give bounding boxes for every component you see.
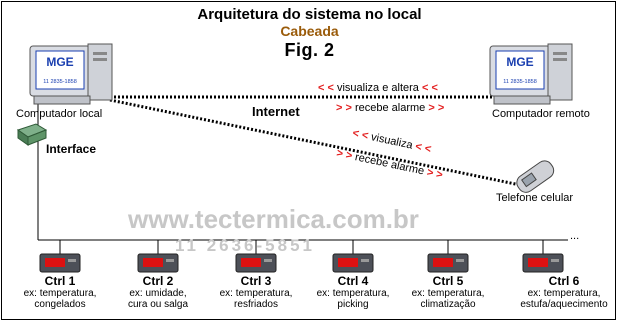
svg-text:MGE: MGE xyxy=(46,55,73,69)
cell-phone-icon xyxy=(516,160,555,193)
watermark-phone: 11 2636-5851 xyxy=(175,236,315,255)
phone-label: Telefone celular xyxy=(496,192,574,204)
controller-icons xyxy=(39,253,564,273)
phone-link-visualiza: < < visualiza < < xyxy=(351,127,432,155)
diagram-subtitle: Cabeada xyxy=(280,23,339,39)
svg-text:11 2835-1858: 11 2835-1858 xyxy=(43,79,77,85)
bus-ellipsis: ... xyxy=(570,230,580,242)
remote-computer-label: Computador remoto xyxy=(492,108,590,120)
svg-text:11 2835-1858: 11 2835-1858 xyxy=(503,79,537,85)
interface-module-icon xyxy=(16,123,48,146)
internet-label: Internet xyxy=(252,104,300,119)
local-computer-icon xyxy=(29,43,113,105)
diagram-title: Arquitetura do sistema no local xyxy=(197,6,422,23)
local-computer-label: Computador local xyxy=(16,108,103,120)
svg-text:MGE: MGE xyxy=(506,55,533,69)
remote-computer-icon xyxy=(489,43,573,105)
remote-link-alarme: > > recebe alarme > > xyxy=(336,102,445,114)
figure-number: Fig. 2 xyxy=(284,40,335,60)
interface-label: Interface xyxy=(46,142,97,156)
internet-link-phone xyxy=(109,98,526,188)
watermark-site: www.tectermica.com.br xyxy=(128,204,419,234)
remote-link-visualiza: < < visualiza e altera < < xyxy=(318,82,438,94)
